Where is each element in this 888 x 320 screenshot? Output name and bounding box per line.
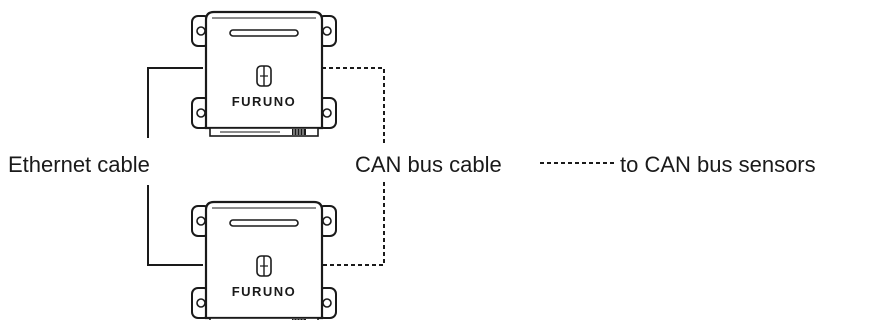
processor-unit-bottom: FURUNO [190,200,338,320]
can-bus-cable-label: CAN bus cable [355,152,502,177]
unit-brand-logo: FURUNO [232,94,297,109]
can-bus-cable-upper [322,67,385,145]
ethernet-cable-label: Ethernet cable [8,152,150,177]
ethernet-cable-lower [147,185,203,266]
can-bus-sensors-label: to CAN bus sensors [620,152,816,177]
unit-brand-logo: FURUNO [232,284,297,299]
ethernet-cable-upper [147,67,203,138]
processor-unit-top: FURUNO [190,10,338,138]
